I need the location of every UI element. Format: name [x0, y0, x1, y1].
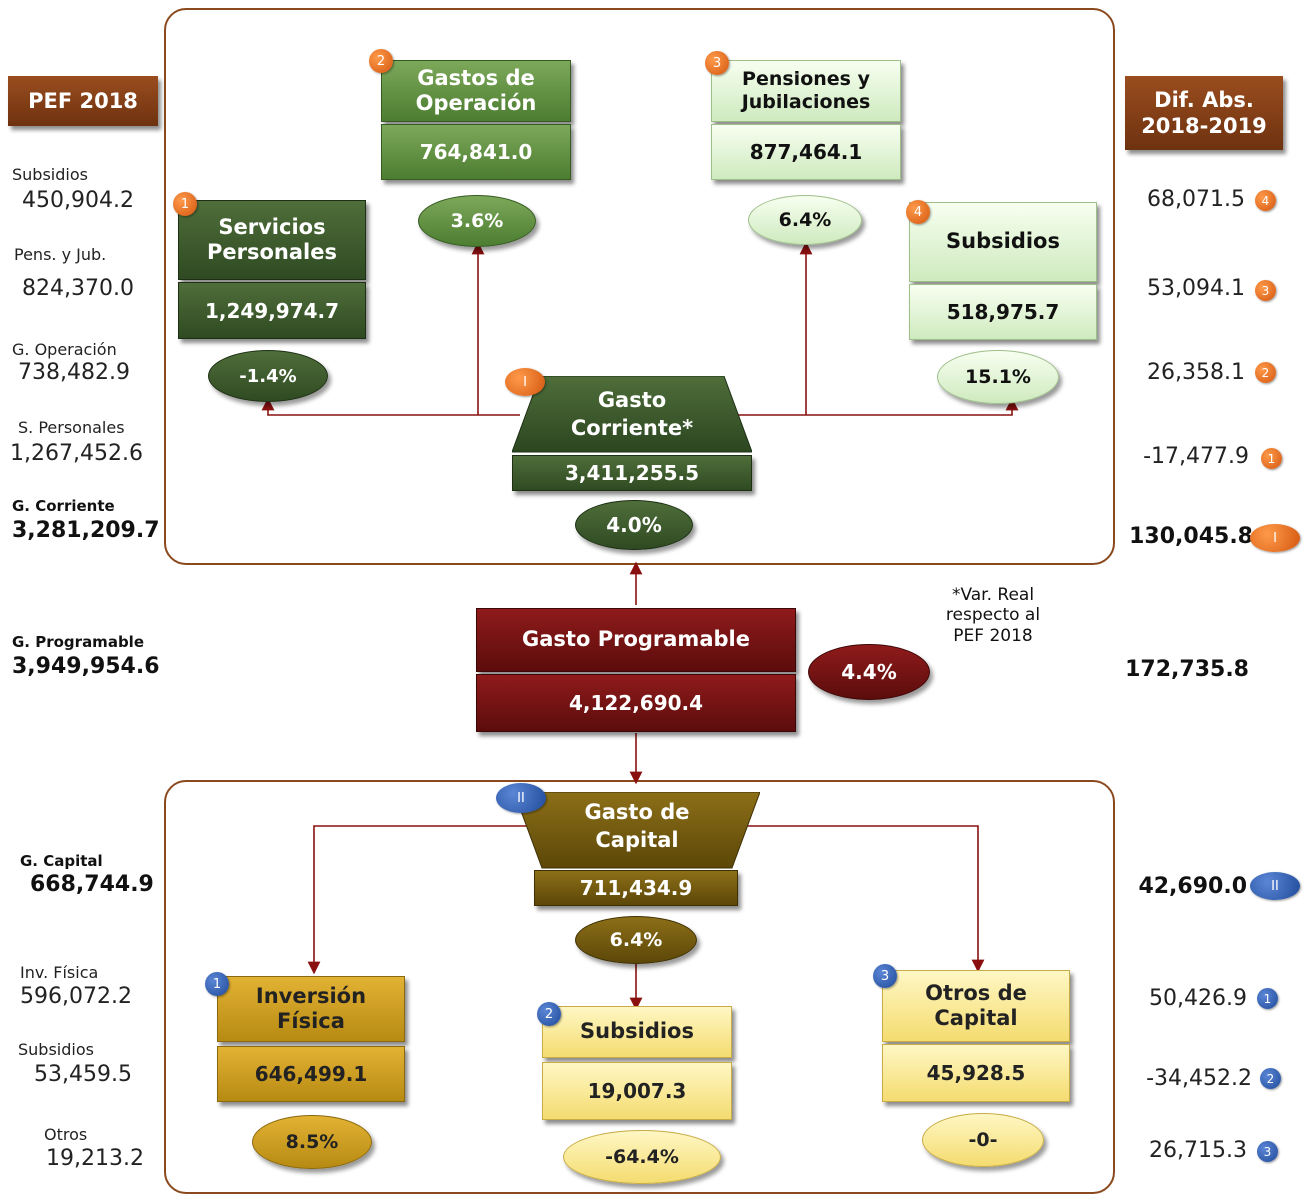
servicios-personales-pct: -1.4% [208, 350, 328, 402]
inversion-fisica-value: 646,499.1 [217, 1046, 405, 1102]
right-value-g-capital: 42,690.0 [1138, 874, 1247, 899]
subsidios-capital-badge: 2 [537, 1002, 561, 1026]
subsidios-capital-value: 19,007.3 [542, 1062, 732, 1120]
left-value-subsidios: 450,904.2 [22, 188, 134, 213]
right-value-pensiones: 53,094.1 [1147, 276, 1245, 301]
left-label-s-personales: S. Personales [18, 418, 125, 437]
left-value-pensiones: 824,370.0 [22, 276, 134, 301]
pensiones-value: 877,464.1 [711, 124, 901, 180]
subsidios-corriente-value: 518,975.7 [909, 284, 1097, 340]
right-value-operacion: 26,358.1 [1147, 360, 1245, 385]
dif-abs-header: Dif. Abs. 2018-2019 [1125, 76, 1283, 150]
pensiones-pct: 6.4% [748, 195, 862, 245]
right-value-inv-fisica: 50,426.9 [1149, 986, 1247, 1011]
right-badge-otros: 3 [1257, 1141, 1278, 1162]
gasto-capital-title: Gasto de Capital [584, 800, 690, 853]
left-value-inv-fisica: 596,072.2 [20, 984, 132, 1009]
pensiones-title: Pensiones y Jubilaciones [711, 60, 901, 122]
right-value-subsidios: 68,071.5 [1147, 187, 1245, 212]
gasto-corriente-badge: I [505, 368, 545, 396]
gastos-operacion-title: Gastos de Operación [381, 60, 571, 122]
right-badge-g-corriente: I [1250, 524, 1300, 552]
right-badge-subsidios: 4 [1255, 190, 1276, 211]
subsidios-capital-pct: -64.4% [563, 1130, 721, 1184]
otros-capital-pct: -0- [922, 1113, 1044, 1167]
left-label-subsidios: Subsidios [12, 165, 88, 184]
pensiones-badge: 3 [705, 51, 729, 75]
left-label-g-capital: G. Capital [20, 852, 103, 870]
left-value-s-personales: 1,267,452.6 [10, 441, 143, 466]
servicios-personales-value: 1,249,974.7 [178, 282, 366, 339]
otros-capital-title: Otros de Capital [882, 970, 1070, 1042]
pef-2018-header: PEF 2018 [8, 76, 158, 126]
inversion-fisica-pct: 8.5% [252, 1115, 372, 1169]
gasto-capital-badge: II [496, 783, 546, 813]
right-value-subsidios-capital: -34,452.2 [1146, 1066, 1252, 1091]
right-badge-g-capital: II [1250, 872, 1300, 900]
left-label-subsidios-capital: Subsidios [18, 1040, 94, 1059]
right-badge-s-personales: 1 [1261, 448, 1282, 469]
gasto-programable-pct: 4.4% [808, 644, 930, 700]
left-value-otros: 19,213.2 [46, 1146, 144, 1171]
servicios-personales-title: Servicios Personales [178, 200, 366, 280]
subsidios-corriente-title: Subsidios [909, 202, 1097, 282]
subsidios-corriente-badge: 4 [906, 200, 930, 224]
gasto-corriente-pct: 4.0% [575, 500, 693, 550]
left-value-g-programable: 3,949,954.6 [12, 654, 160, 679]
gasto-capital-value: 711,434.9 [534, 870, 738, 906]
gastos-operacion-badge: 2 [369, 49, 393, 73]
gastos-operacion-value: 764,841.0 [381, 124, 571, 180]
gasto-programable-title: Gasto Programable [476, 608, 796, 672]
left-label-operacion: G. Operación [12, 340, 117, 359]
left-value-subsidios-capital: 53,459.5 [34, 1062, 132, 1087]
gastos-operacion-pct: 3.6% [418, 195, 536, 247]
left-value-operacion: 738,482.9 [18, 360, 130, 385]
right-value-g-programable: 172,735.8 [1125, 657, 1249, 682]
gasto-capital-pct: 6.4% [575, 916, 697, 964]
right-value-otros: 26,715.3 [1149, 1138, 1247, 1163]
right-badge-operacion: 2 [1255, 362, 1276, 383]
right-badge-pensiones: 3 [1255, 280, 1276, 301]
left-label-inv-fisica: Inv. Física [20, 963, 99, 982]
right-value-s-personales: -17,477.9 [1143, 444, 1249, 469]
subsidios-corriente-pct: 15.1% [937, 350, 1059, 404]
right-value-g-corriente: 130,045.8 [1129, 524, 1253, 549]
servicios-personales-badge: 1 [173, 192, 197, 216]
gasto-corriente-title: Gasto Corriente* [570, 388, 694, 441]
left-label-g-corriente: G. Corriente [12, 497, 115, 515]
left-label-pensiones: Pens. y Jub. [14, 245, 107, 264]
gasto-capital-shape [514, 792, 760, 869]
otros-capital-value: 45,928.5 [882, 1044, 1070, 1102]
subsidios-capital-title: Subsidios [542, 1006, 732, 1058]
variation-note: *Var. Real respecto al PEF 2018 [945, 585, 1041, 646]
left-label-g-programable: G. Programable [12, 633, 144, 651]
inversion-fisica-title: Inversión Física [217, 976, 405, 1042]
left-label-otros: Otros [44, 1125, 88, 1144]
inversion-fisica-badge: 1 [205, 972, 229, 996]
left-value-g-corriente: 3,281,209.7 [12, 518, 160, 543]
gasto-corriente-value: 3,411,255.5 [512, 455, 752, 491]
otros-capital-badge: 3 [873, 964, 897, 988]
right-badge-inv-fisica: 1 [1257, 988, 1278, 1009]
right-badge-subsidios-capital: 2 [1260, 1068, 1281, 1089]
gasto-programable-value: 4,122,690.4 [476, 674, 796, 732]
gasto-corriente-shape [512, 376, 752, 453]
left-value-g-capital: 668,744.9 [30, 872, 154, 897]
